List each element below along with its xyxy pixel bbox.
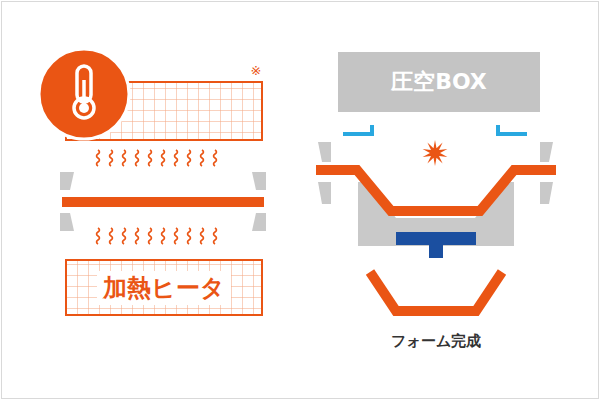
pressure-box: 圧空BOX	[338, 52, 540, 112]
pressure-burst	[423, 140, 448, 166]
node-label: 圧空BOX	[391, 67, 487, 97]
finished-part	[370, 272, 502, 311]
clamps	[60, 172, 266, 231]
thermometer-icon	[39, 49, 129, 139]
node-label: 加熱ヒータ	[97, 271, 231, 305]
stage-caption: フォーム完成	[391, 332, 481, 351]
formed-sheet	[316, 170, 556, 211]
plastic-sheet	[62, 197, 264, 207]
mold-plug	[396, 232, 476, 258]
lower-heater	[66, 260, 262, 315]
note-mark: ※	[251, 63, 262, 78]
heater-box: 加熱ヒータ	[66, 260, 262, 315]
seal-brackets	[343, 125, 527, 134]
